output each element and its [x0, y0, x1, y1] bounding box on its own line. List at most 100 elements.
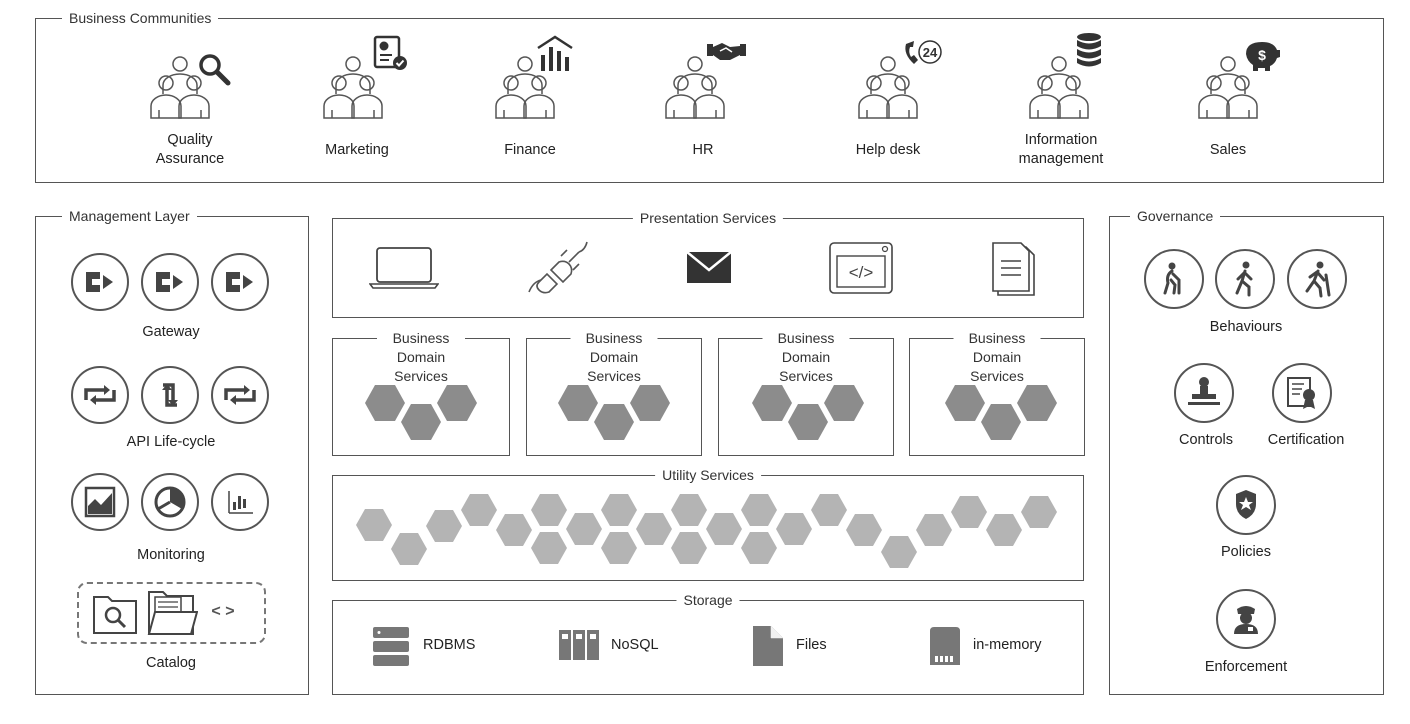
people-group-icon — [1029, 56, 1089, 119]
utility-hexagon — [531, 494, 567, 526]
business-domain-services-title: Business Domain Services — [953, 329, 1041, 386]
utility-hexagon — [776, 513, 812, 545]
search-folder-icon — [93, 596, 137, 634]
utility-hexagon — [636, 513, 672, 545]
people-group-icon — [1198, 56, 1258, 119]
code-window-icon: </> — [829, 242, 893, 294]
utility-hexagon — [811, 494, 847, 526]
database-icon — [1077, 33, 1101, 67]
policies-label: Policies — [1221, 544, 1271, 560]
utility-hexagon — [566, 513, 602, 545]
plug-icon — [528, 241, 588, 294]
service-hexagon — [437, 385, 477, 421]
document-icon — [992, 242, 1035, 296]
gateway-icon — [141, 253, 199, 311]
community-label: Marketing — [325, 142, 389, 158]
columns-icon — [559, 630, 599, 660]
cycle-icon — [71, 366, 129, 424]
enforcement-label: Enforcement — [1204, 659, 1288, 675]
community-label: Sales — [1209, 142, 1247, 158]
refresh-icon — [141, 366, 199, 424]
utility-hex-band — [356, 494, 1057, 568]
police-badge-icon — [1216, 475, 1276, 535]
svg-text:$: $ — [1258, 47, 1266, 63]
people-group-icon — [495, 56, 555, 119]
business-domain-services-panel: Business Domain Services — [909, 329, 1085, 456]
business-communities-title: Business Communities — [62, 9, 219, 27]
governance-title: Governance — [1130, 207, 1221, 225]
service-hex-cluster — [945, 385, 1057, 440]
certification-label: Certification — [1267, 432, 1345, 448]
service-hexagon — [788, 404, 828, 440]
utility-hexagon — [671, 494, 707, 526]
file-icon — [753, 626, 783, 666]
monitoring-label: Monitoring — [137, 547, 205, 563]
service-hexagon — [752, 385, 792, 421]
people-group-icon — [665, 56, 725, 119]
utility-hexagon — [951, 496, 987, 528]
candlestick-icon — [211, 473, 269, 531]
business-domain-services-title: Business Domain Services — [377, 329, 465, 386]
utility-hexagon — [1021, 496, 1057, 528]
service-hex-cluster — [558, 385, 670, 440]
stamp-icon — [1174, 363, 1234, 423]
walking-person-icon — [1215, 249, 1275, 309]
police-officer-icon — [1216, 589, 1276, 649]
svg-text:</>: </> — [849, 263, 874, 282]
business-domain-services-panel: Business Domain Services — [718, 329, 894, 456]
community-label: Finance — [504, 142, 556, 158]
service-hexagon — [594, 404, 634, 440]
magnifier-icon — [199, 54, 231, 86]
governance-panel: Governance — [1109, 207, 1384, 695]
community-label: Information management — [1018, 132, 1104, 167]
utility-hexagon — [846, 514, 882, 546]
business-domain-services-panel: Business Domain Services — [332, 329, 510, 456]
pie-chart-icon — [141, 473, 199, 531]
handshake-icon — [707, 43, 746, 60]
code-brackets-icon: < > — [211, 603, 235, 620]
utility-hexagon — [531, 532, 567, 564]
utility-hexagon — [601, 494, 637, 526]
community-label: Quality Assurance — [155, 132, 225, 167]
folder-icon — [147, 591, 198, 635]
cycle-icon — [211, 366, 269, 424]
utility-hexagon — [391, 533, 427, 565]
service-hexagon — [401, 404, 441, 440]
bank-chart-icon — [537, 35, 573, 71]
service-hexagon — [981, 404, 1021, 440]
elderly-walker-icon — [1144, 249, 1204, 309]
service-hexagon — [365, 385, 405, 421]
storage-panel: Storage — [332, 591, 1084, 695]
utility-hexagon — [426, 510, 462, 542]
controls-label: Controls — [1179, 432, 1233, 448]
catalog-group — [77, 582, 266, 644]
gateway-label: Gateway — [142, 324, 200, 340]
management-layer-title: Management Layer — [62, 207, 197, 225]
service-hex-cluster — [365, 385, 477, 440]
service-hexagon — [824, 385, 864, 421]
service-hexagon — [630, 385, 670, 421]
utility-hexagon — [461, 494, 497, 526]
people-group-icon — [150, 56, 210, 119]
service-hex-cluster — [752, 385, 864, 440]
utility-hexagon — [741, 532, 777, 564]
storage-title: Storage — [676, 591, 740, 609]
management-layer-panel: Management Layer — [35, 207, 309, 695]
utility-services-title: Utility Services — [655, 466, 761, 484]
piggy-bank-icon: $ — [1246, 42, 1280, 71]
hiker-icon — [1287, 249, 1347, 309]
certificate-icon — [1272, 363, 1332, 423]
laptop-icon — [369, 247, 439, 289]
business-domain-services-panel: Business Domain Services — [526, 329, 702, 456]
storage-label-files: Files — [796, 637, 827, 653]
area-chart-icon — [71, 473, 129, 531]
utility-hexagon — [741, 494, 777, 526]
memory-card-icon — [930, 627, 960, 665]
service-hexagon — [558, 385, 598, 421]
business-domain-services-title: Business Domain Services — [570, 329, 658, 386]
utility-hexagon — [496, 514, 532, 546]
community-label: HR — [692, 142, 714, 158]
gateway-icon — [71, 253, 129, 311]
people-group-icon — [858, 56, 918, 119]
business-domain-services-title: Business Domain Services — [762, 329, 850, 386]
